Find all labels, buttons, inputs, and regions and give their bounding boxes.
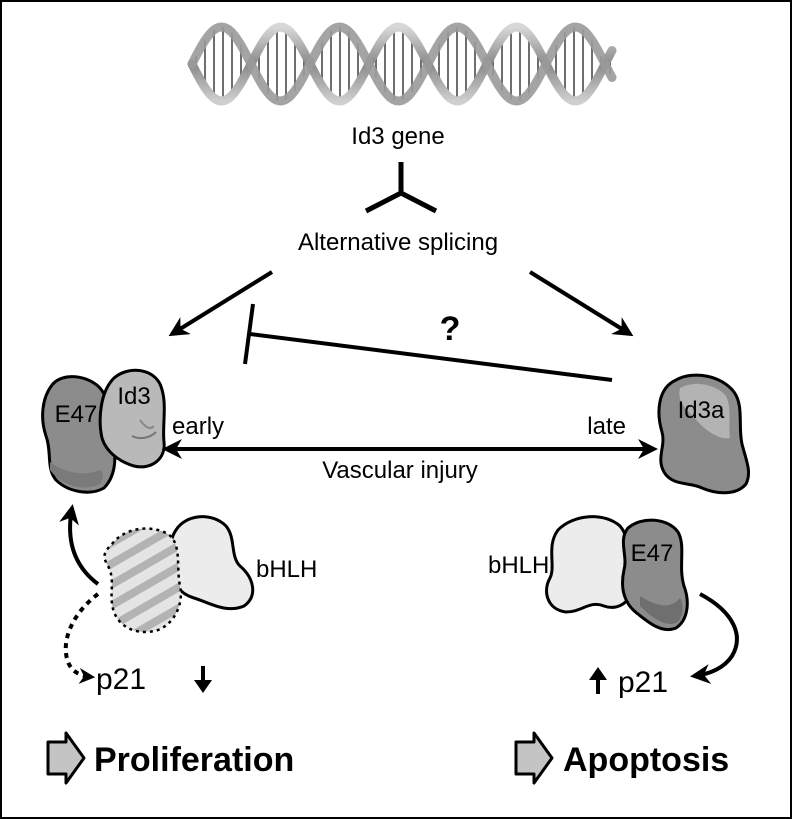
e47-protein-right bbox=[621, 518, 689, 631]
bhlh-protein-right bbox=[545, 515, 635, 614]
block-arrow-icon bbox=[514, 731, 554, 785]
p21-label-right: p21 bbox=[618, 666, 668, 699]
vascular-injury-label: Vascular injury bbox=[322, 457, 478, 484]
e47-protein-left bbox=[41, 375, 117, 494]
bhlh-protein-left bbox=[168, 515, 255, 611]
id3-label: Id3 bbox=[117, 383, 150, 410]
dna-helix-icon bbox=[187, 22, 617, 106]
bhlh-label-right: bHLH bbox=[488, 552, 549, 579]
dotted-arrow-to-p21 bbox=[63, 592, 100, 684]
splicing-label: Alternative splicing bbox=[298, 229, 498, 256]
inhibition-line bbox=[243, 303, 613, 382]
e47-label-left: E47 bbox=[55, 401, 98, 428]
question-mark: ? bbox=[440, 310, 461, 348]
e47-label-right: E47 bbox=[631, 540, 674, 567]
bhlh-label-left: bHLH bbox=[256, 556, 317, 583]
e47-id3-complex bbox=[41, 368, 166, 494]
block-arrow-icon bbox=[46, 731, 86, 785]
id3a-protein bbox=[657, 373, 750, 495]
up-arrow-icon bbox=[589, 667, 607, 694]
gene-label: Id3 gene bbox=[351, 123, 444, 150]
arrow-to-id3a bbox=[528, 270, 634, 337]
down-arrow-icon bbox=[194, 666, 212, 693]
late-label: late bbox=[587, 413, 626, 440]
curved-arrow-to-complex bbox=[59, 504, 100, 586]
arrow-to-id3 bbox=[168, 270, 274, 337]
curved-arrow-to-p21 bbox=[690, 592, 739, 684]
proliferation-label: Proliferation bbox=[94, 741, 294, 779]
early-label: early bbox=[172, 413, 224, 440]
id3-protein bbox=[98, 368, 166, 469]
p21-label-left: p21 bbox=[96, 663, 146, 696]
apoptosis-label: Apoptosis bbox=[563, 741, 729, 779]
id3-dissociated-ghost bbox=[103, 527, 183, 634]
id3a-label: Id3a bbox=[678, 397, 725, 424]
splice-junction-icon bbox=[364, 162, 438, 214]
